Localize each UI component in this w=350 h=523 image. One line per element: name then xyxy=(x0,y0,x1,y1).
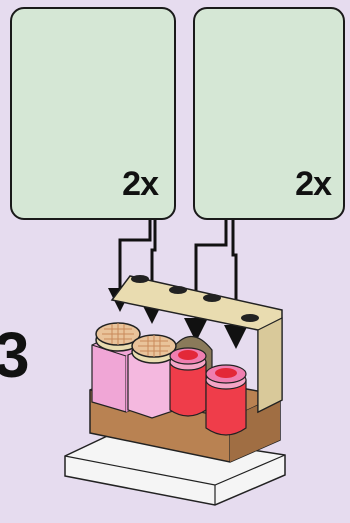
quantity-label: 2x xyxy=(295,165,331,204)
callout-panel-strawberry: 2x xyxy=(193,7,345,220)
step-number: 3 xyxy=(0,318,30,392)
callout-panel-waffle: 2x xyxy=(10,7,176,220)
quantity-label: 2x xyxy=(122,165,158,204)
main-assembly xyxy=(65,275,285,505)
